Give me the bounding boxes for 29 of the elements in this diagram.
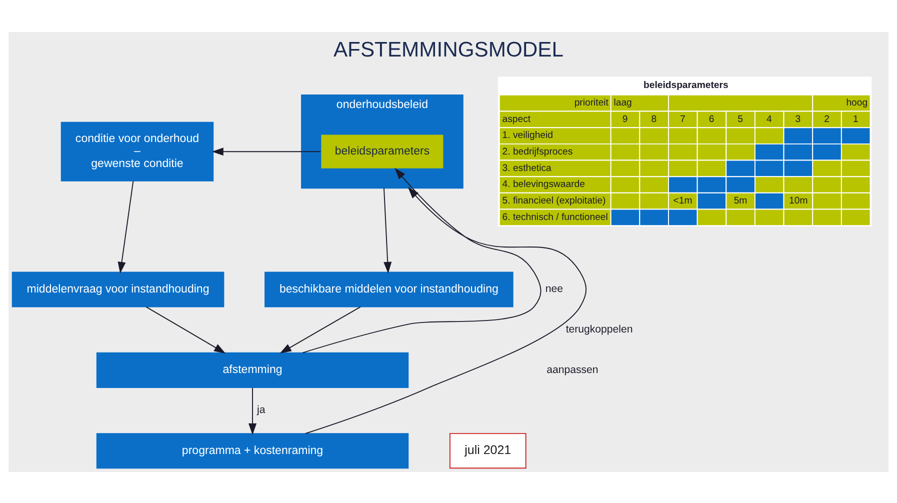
edge-label: ja (257, 404, 266, 416)
label: 9 (622, 113, 628, 124)
edge-label: nee (545, 282, 563, 295)
label: 6. technisch / functioneel (502, 211, 608, 222)
label: hoog (846, 96, 868, 108)
label: 4 (766, 113, 772, 124)
label: prioriteit (574, 96, 608, 108)
diagram-title: AFSTEMMINGSMODEL (333, 38, 564, 62)
label: 5 (738, 113, 744, 124)
label: 8 (651, 113, 657, 124)
label: 5. financieel (exploitatie) (502, 194, 606, 206)
label: juli 2021 (464, 442, 512, 457)
label: 1 (852, 113, 858, 124)
label: 10m (789, 194, 808, 206)
edge-label: terugkoppelen (566, 323, 633, 336)
label: aanpassen (546, 363, 598, 376)
label: 7 (680, 113, 686, 124)
label: aspect (502, 113, 531, 124)
label: laag (614, 96, 632, 108)
label: 2 (824, 113, 830, 124)
label: 3. esthetica (502, 162, 552, 174)
label: 3 (795, 113, 801, 124)
label: 5m (734, 194, 748, 206)
label: 6 (708, 113, 714, 124)
label: beleidsparameters (644, 80, 728, 91)
label: <1m (673, 194, 692, 206)
label: 1. veiligheid (502, 130, 553, 141)
label: 2. bedrijfsproces (502, 146, 573, 157)
label: 4. belevingswaarde (502, 178, 585, 190)
